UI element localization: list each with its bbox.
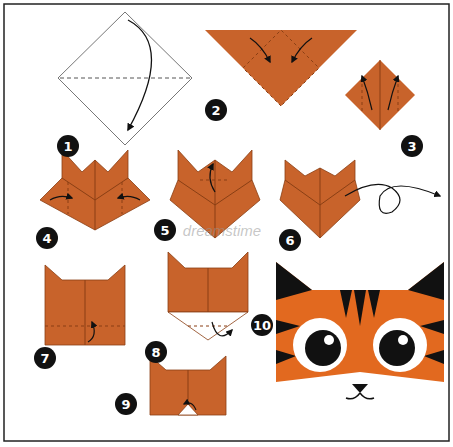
callout-number: 5 xyxy=(154,219,176,241)
step-1-figure xyxy=(58,12,192,145)
step-7-figure xyxy=(45,265,125,345)
step-8-figure xyxy=(168,252,248,340)
callout-number: 4 xyxy=(36,227,58,249)
step-9-figure xyxy=(150,356,226,415)
step-6-figure xyxy=(280,160,440,238)
callout-number: 3 xyxy=(401,135,423,157)
watermark: dreamstime xyxy=(183,222,261,239)
step-4-figure xyxy=(40,150,150,230)
callout-number: 6 xyxy=(279,229,301,251)
step-2-figure xyxy=(205,30,357,106)
callout-number: 2 xyxy=(205,99,227,121)
callout-number: 10 xyxy=(251,314,273,336)
callout-number: 9 xyxy=(115,393,137,415)
callout-number: 1 xyxy=(57,135,79,157)
tiger-face xyxy=(276,262,444,410)
frame xyxy=(4,4,449,441)
step-3-figure xyxy=(345,60,415,130)
callout-number: 8 xyxy=(145,341,167,363)
callout-number: 7 xyxy=(34,347,56,369)
